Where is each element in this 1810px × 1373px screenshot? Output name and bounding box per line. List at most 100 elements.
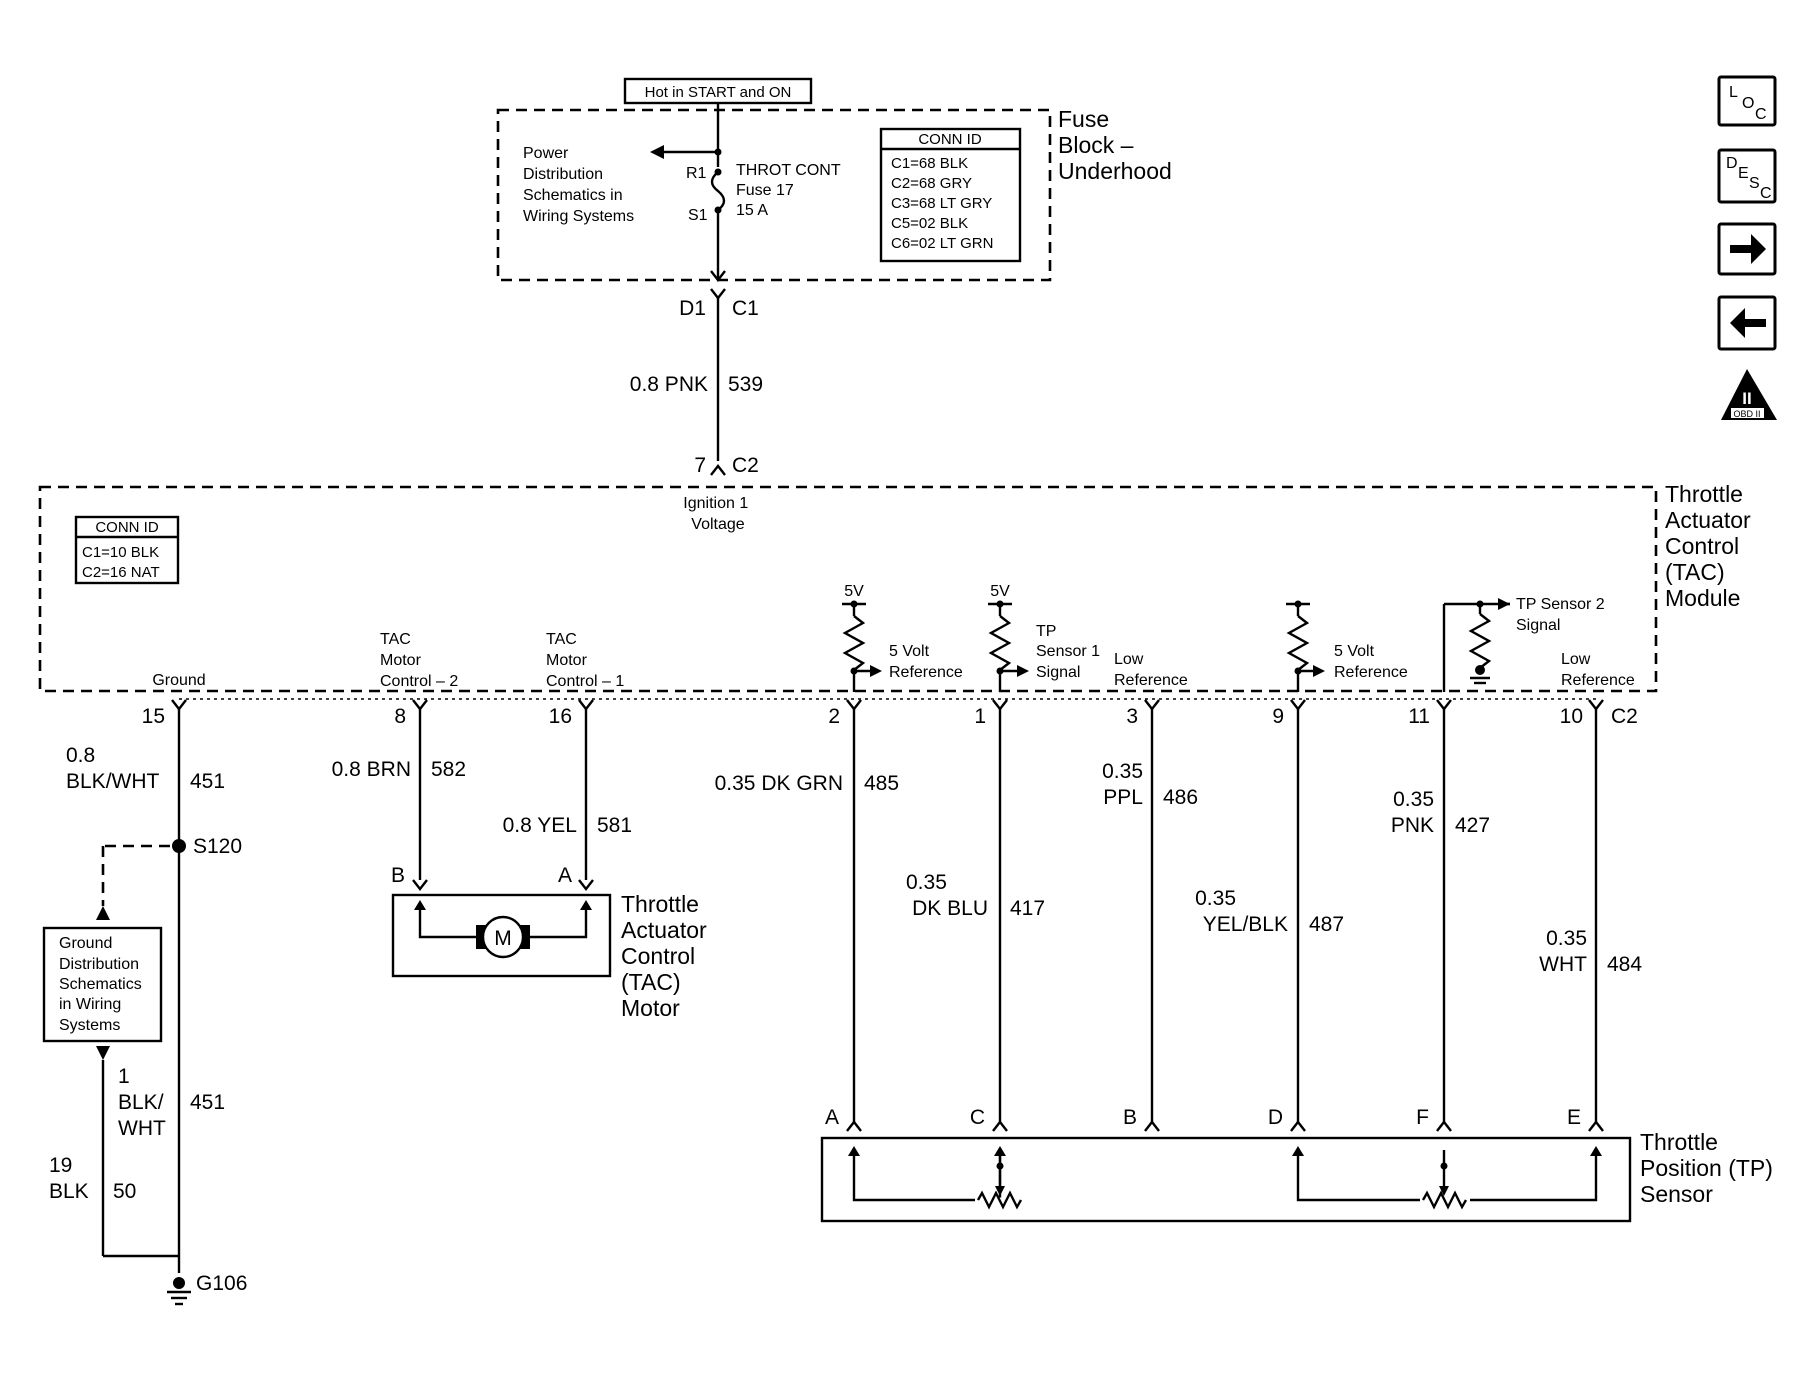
label-low-ref-2: Low Reference — [1561, 651, 1635, 689]
pin-2: 2 — [828, 705, 840, 728]
feed-wire: D1 C1 0.8 PNK 539 7 C2 — [630, 288, 763, 477]
label-tp2-signal: TP Sensor 2 Signal — [1516, 596, 1609, 634]
tac-module-title: Throttle Actuator Control (TAC) Module — [1665, 481, 1757, 611]
obd-ii-button[interactable]: II OBD II — [1721, 369, 1777, 420]
wire-gnd1-circuit: 451 — [190, 1091, 225, 1114]
ref-circuit-1: 5V 5 Volt Reference — [842, 583, 963, 692]
fuse-description: THROT CONT Fuse 17 15 A — [736, 162, 845, 219]
label-5v-1: 5V — [844, 583, 864, 600]
wire-gnd1-gauge: 1 — [118, 1065, 130, 1088]
pin-15: 15 — [142, 705, 165, 728]
label-motor-control-1: TAC Motor Control – 1 — [546, 631, 624, 690]
pin-16: 16 — [549, 705, 572, 728]
fuse-block: Hot in START and ON Fuse Block – Underho… — [496, 77, 1172, 282]
tac-in-conn: C2 — [732, 454, 759, 477]
wire-gnd1-color-2: WHT — [118, 1117, 166, 1140]
pin-10: 10 — [1560, 705, 1583, 728]
tp-sensor-box — [820, 1136, 1632, 1223]
obd-ii-icon — [1721, 369, 1777, 420]
ground-label: G106 — [196, 1272, 247, 1295]
resistor-icon — [988, 615, 1012, 671]
fuse-conn-id-title: CONN ID — [918, 131, 982, 148]
fuse-block-outline — [496, 108, 1052, 282]
next-button[interactable] — [1717, 222, 1777, 276]
wire-485-circuit: 485 — [864, 772, 899, 795]
wire-50-gauge: 19 — [49, 1154, 72, 1177]
connector-tick — [1144, 1120, 1160, 1132]
splice-label: S120 — [193, 835, 242, 858]
wire-581-gauge-color: 0.8 YEL — [503, 814, 577, 837]
wire-417-gauge: 0.35 — [906, 871, 947, 894]
motor-title: Throttle Actuator Control (TAC) Motor — [621, 891, 713, 1021]
label-ref-2: 5 Volt Reference — [1334, 643, 1408, 681]
wire-50-circuit: 50 — [113, 1180, 136, 1203]
arrow-left-icon — [1730, 308, 1766, 338]
wire-427-gauge: 0.35 — [1393, 788, 1434, 811]
tac-conn-id-title: CONN ID — [95, 519, 159, 536]
connector-tick — [171, 699, 187, 711]
label-tp1-signal: TP Sensor 1 Signal — [1036, 623, 1105, 681]
wire-484-gauge: 0.35 — [1546, 927, 1587, 950]
splice-s120 — [172, 839, 186, 853]
label-ref-1: 5 Volt Reference — [889, 643, 963, 681]
wire-484-color: WHT — [1539, 953, 1587, 976]
fuse-symbol — [710, 171, 726, 211]
ground-dist-text: Ground Distribution Schematics in Wiring… — [59, 935, 146, 1034]
wire-486-gauge: 0.35 — [1102, 760, 1143, 783]
ground-icon — [167, 1277, 191, 1306]
tac-in-pin: 7 — [694, 454, 706, 477]
wire-427-color: PNK — [1391, 814, 1434, 837]
fuse-out-pin: D1 — [679, 297, 706, 320]
connector-tick — [1436, 1120, 1452, 1132]
tac-module: Throttle Actuator Control (TAC) Module I… — [38, 481, 1757, 693]
power-dist-text: Power Distribution Schematics in Wiring … — [523, 145, 634, 225]
motor-symbol: M — [494, 927, 512, 950]
arrow-left-icon — [650, 145, 664, 159]
ignition-label: Ignition 1 Voltage — [683, 495, 752, 533]
label-motor-control-2: TAC Motor Control – 2 — [380, 631, 458, 690]
tp-pin-c: C — [970, 1106, 985, 1129]
svg-text:OBD II: OBD II — [1733, 409, 1760, 419]
tp-pin-d: D — [1268, 1106, 1283, 1129]
feed-wire-circuit: 539 — [728, 373, 763, 396]
wire-581-circuit: 581 — [597, 814, 632, 837]
svg-text:S: S — [1749, 175, 1760, 192]
connector-tick — [846, 699, 862, 711]
connector-tick — [992, 699, 1008, 711]
desc-button[interactable]: D E S C — [1717, 148, 1777, 204]
label-low-ref-1: Low Reference — [1114, 651, 1188, 689]
fuse-block-title: Fuse Block – Underhood — [1058, 106, 1172, 184]
nav-buttons: L O C D E S C II OBD II — [1717, 75, 1777, 420]
tp-pin-a: A — [825, 1106, 839, 1129]
potentiometer-icon — [1421, 1190, 1468, 1210]
wire-451-gauge: 0.8 — [66, 744, 95, 767]
ref-circuit-2: 5 Volt Reference — [1286, 600, 1408, 692]
connector-tick — [1290, 1120, 1306, 1132]
tp-pin-f: F — [1416, 1106, 1429, 1129]
svg-text:II: II — [1742, 389, 1751, 408]
prev-button[interactable] — [1717, 295, 1777, 351]
resistor-icon — [1468, 613, 1492, 669]
tp-pin-b: B — [1123, 1106, 1137, 1129]
motor-icon — [481, 915, 525, 959]
wire-487-circuit: 487 — [1309, 913, 1344, 936]
c2-connector: C2 15 8 16 2 1 3 9 11 10 — [142, 698, 1638, 728]
resistor-icon — [842, 615, 866, 671]
svg-text:L: L — [1729, 84, 1738, 101]
connector-tick — [1144, 699, 1160, 711]
connector-tick — [412, 699, 428, 711]
ground-dist-box — [42, 926, 163, 1043]
connector-tick — [1588, 1120, 1604, 1132]
arrow-right-icon — [1730, 234, 1766, 264]
motor-branch: 0.8 BRN 582 0.8 YEL 581 B A M Throttle A… — [332, 709, 713, 1021]
wire-427-circuit: 427 — [1455, 814, 1490, 837]
arrow-up-icon — [96, 906, 110, 920]
pin-1: 1 — [974, 705, 986, 728]
feed-wire-gauge-color: 0.8 PNK — [630, 373, 708, 396]
pin-11: 11 — [1408, 705, 1430, 728]
pin-8: 8 — [394, 705, 406, 728]
fuse-pin-r1: R1 — [686, 165, 707, 182]
loc-button[interactable]: L O C — [1717, 75, 1777, 127]
